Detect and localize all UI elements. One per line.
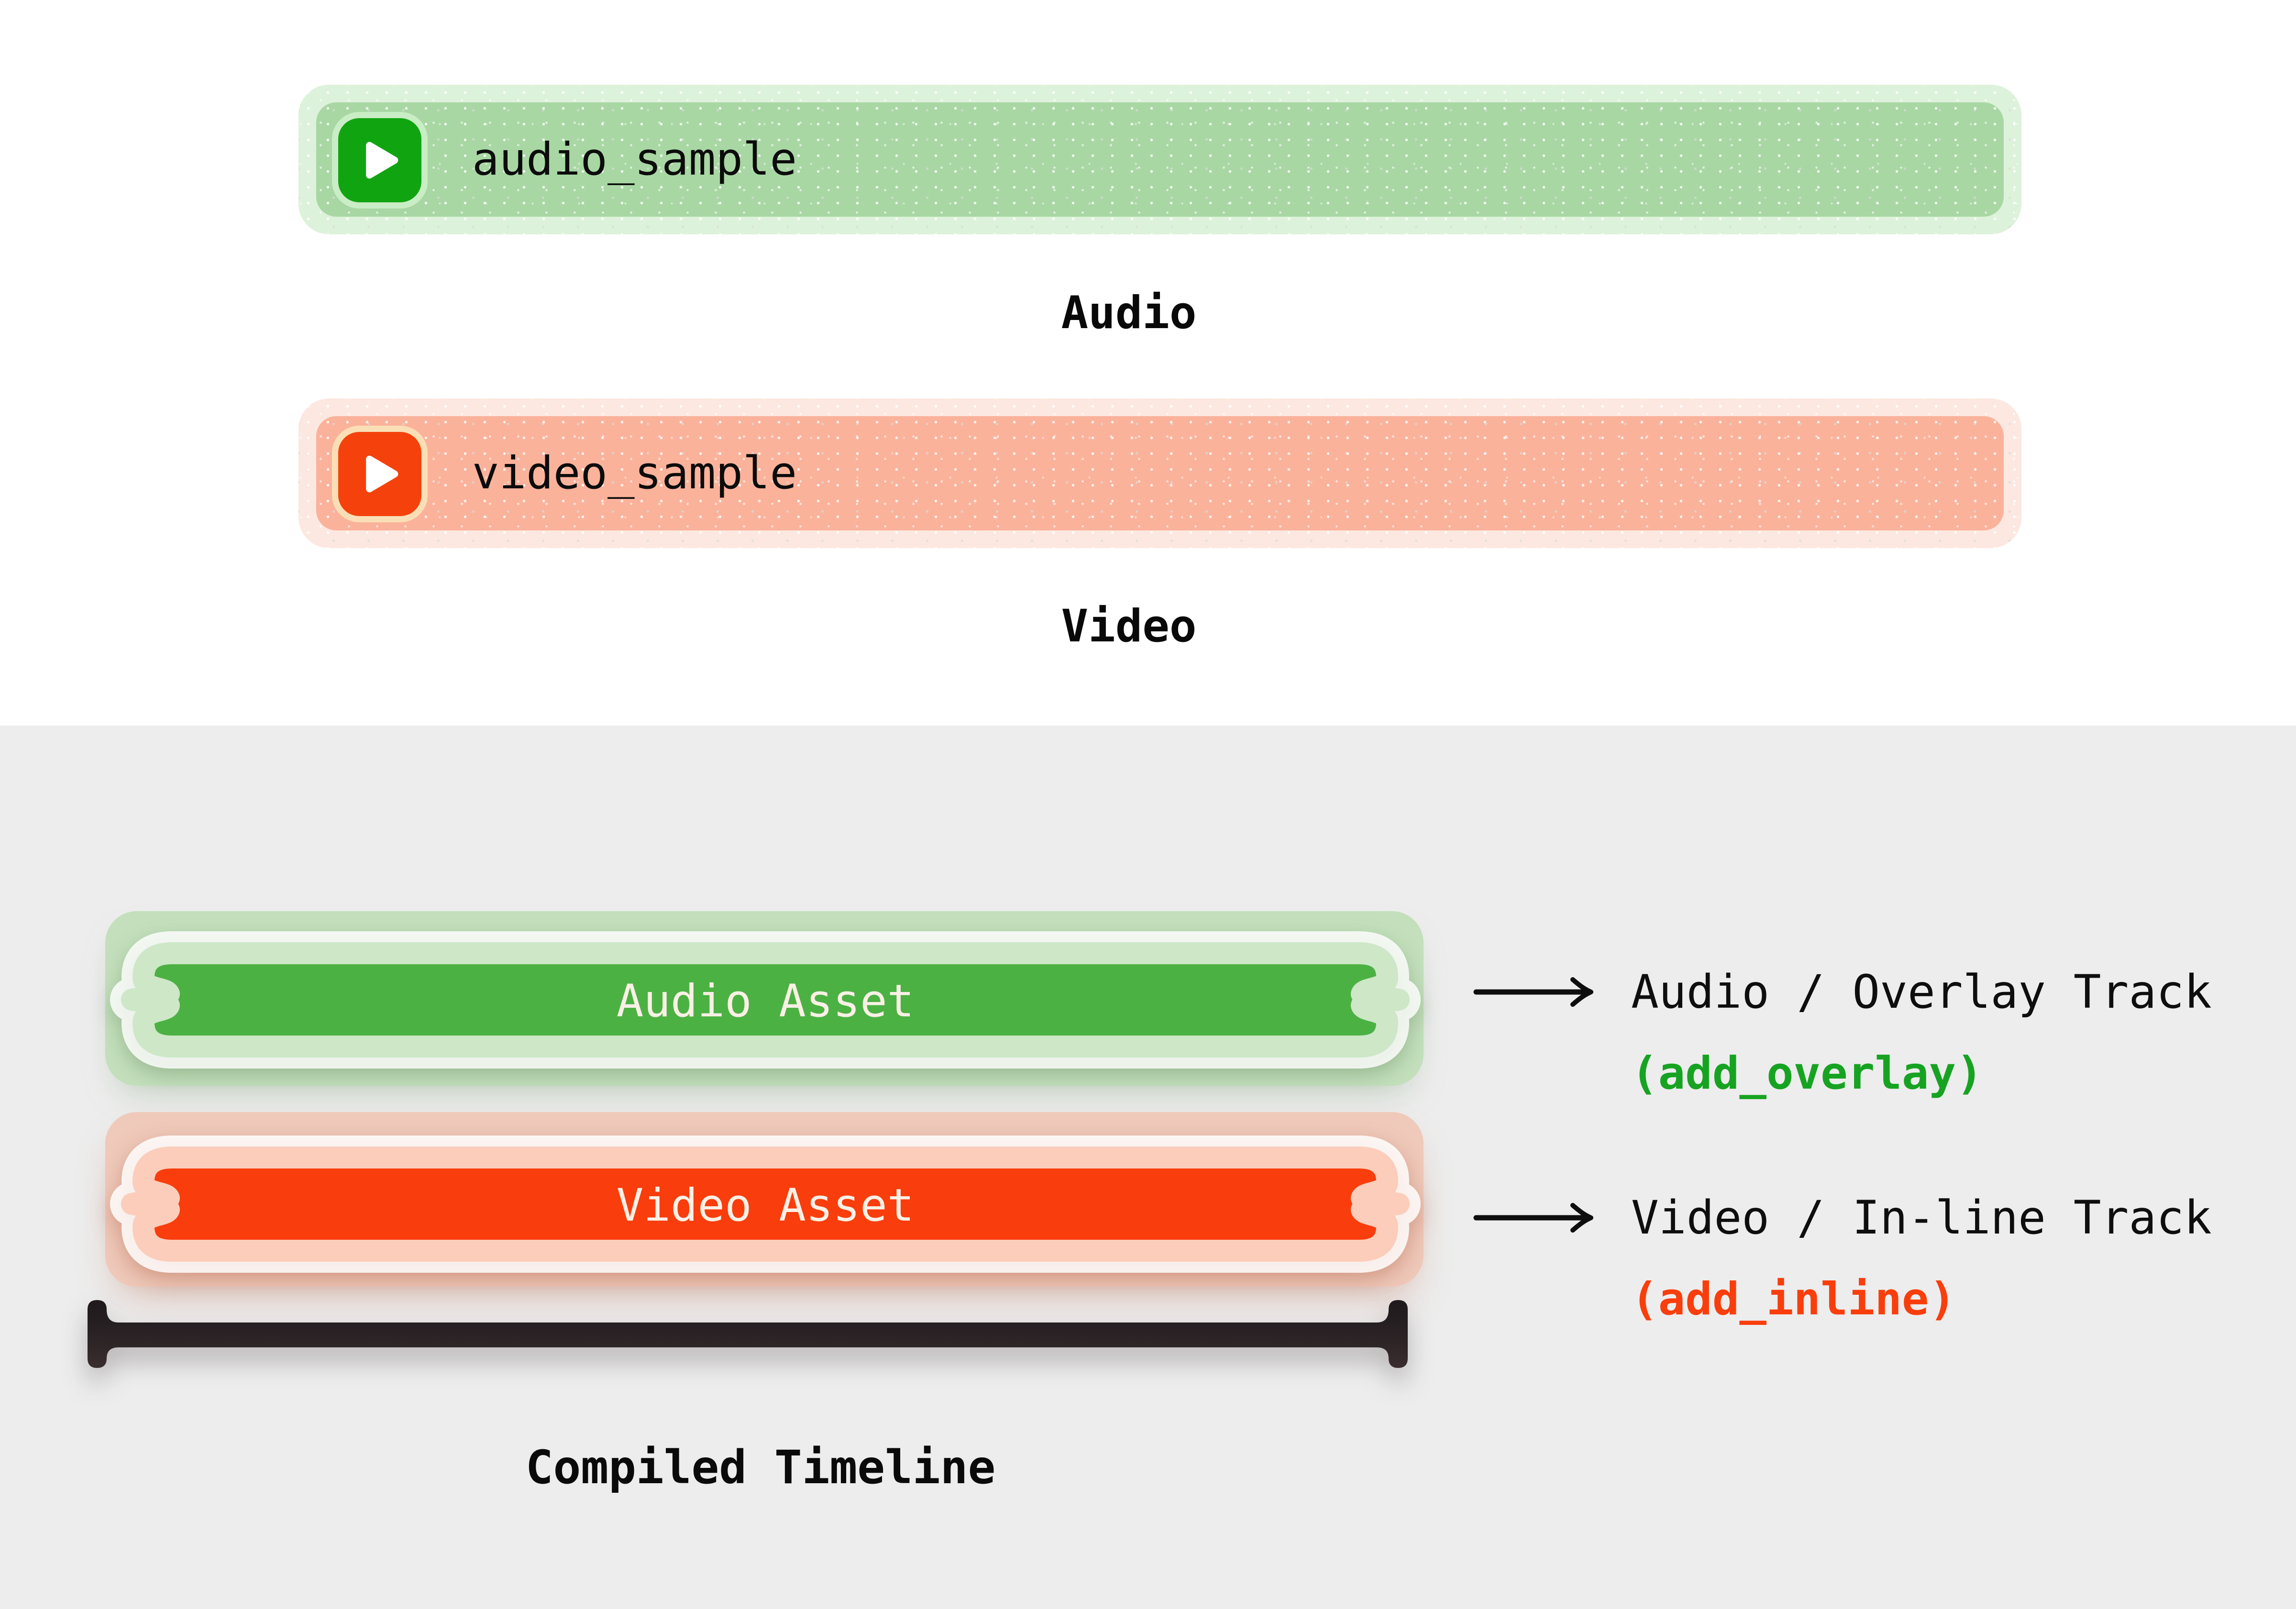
video-asset-ribbon: Video Asset [110,1141,1421,1270]
arrow-right-icon [1473,977,1593,1007]
audio-play-button[interactable] [338,118,421,202]
audio-asset-ribbon: Audio Asset [110,937,1421,1066]
video-sample-track: video_sample [316,416,2004,530]
audio-sample-track: audio_sample [316,102,2004,217]
timeline-bar [88,1300,1408,1368]
audio-caption: Audio [1061,287,1197,339]
add-inline-code: (add_inline) [1631,1273,1956,1325]
audio-track-title: Audio / Overlay Track [1631,965,2212,1019]
audio-asset-label: Audio Asset [616,975,915,1027]
video-play-button[interactable] [338,432,421,516]
video-sample-name: video_sample [472,447,797,499]
video-asset-label: Video Asset [616,1179,915,1232]
audio-sample-name: audio_sample [472,133,797,186]
video-sample-bar: video_sample [298,398,2021,548]
play-icon [351,445,408,503]
arrow-right-icon [1473,1203,1593,1233]
video-track-title: Video / In-line Track [1631,1191,2212,1245]
timeline-caption: Compiled Timeline [525,1441,996,1494]
audio-sample-bar: audio_sample [298,85,2021,234]
play-icon [351,132,408,189]
add-overlay-code: (add_overlay) [1631,1047,1983,1100]
video-caption: Video [1061,600,1197,652]
